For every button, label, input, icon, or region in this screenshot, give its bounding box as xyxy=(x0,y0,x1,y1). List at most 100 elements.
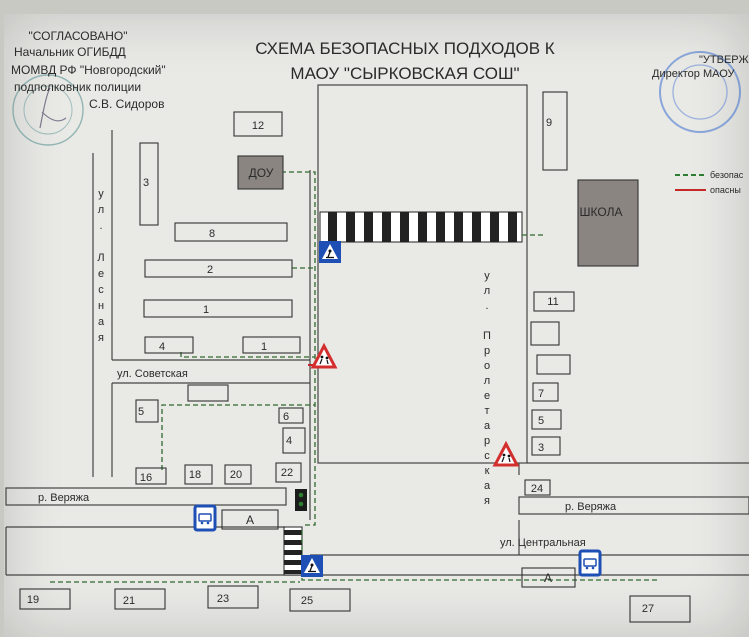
building-4-left xyxy=(144,336,194,354)
building-1-big xyxy=(143,299,293,318)
school-building xyxy=(577,179,639,267)
building-20 xyxy=(224,464,252,485)
building-18-label: 18 xyxy=(189,469,201,481)
building-23 xyxy=(207,585,259,609)
seal-inner-ring xyxy=(672,64,728,120)
approval-left: "СОГЛАСОВАНО" Начальник ОГИБДД МОМВД РФ … xyxy=(11,29,166,146)
approval-left-line-5: С.В. Сидоров xyxy=(89,97,164,111)
kindergarten-label: ДОУ xyxy=(249,166,274,180)
seal-inner-ring xyxy=(23,85,73,135)
river-veryazha-right xyxy=(518,496,749,515)
building-20-label: 20 xyxy=(230,469,242,481)
approval-right-line-1: "УТВЕРЖ xyxy=(699,54,749,66)
building-3-right-label: 3 xyxy=(538,442,544,454)
building-4-mid xyxy=(282,427,306,454)
school-label: ШКОЛА xyxy=(580,205,623,219)
seal-stamp-icon xyxy=(12,74,84,146)
building-27 xyxy=(629,595,691,623)
kindergarten-building xyxy=(237,155,284,190)
street-tsentralnaya-label: ул. Центральная xyxy=(500,537,586,549)
building-18 xyxy=(184,464,213,485)
building-1-big-label: 1 xyxy=(203,304,209,316)
legend: безопас опасны xyxy=(675,170,744,195)
building-2 xyxy=(144,259,293,278)
street-proletarskaya-label: ул. Пролетарская xyxy=(481,270,493,510)
bus-stop-sign-icon xyxy=(193,504,217,532)
building-16-label: 16 xyxy=(140,472,152,484)
children-warning-sign-icon xyxy=(493,442,519,467)
building-4-left-label: 4 xyxy=(159,341,165,353)
building-5-left-label: 5 xyxy=(138,406,144,418)
title-line-2: МАОУ "СЫРКОВСКАЯ СОШ" xyxy=(290,64,519,83)
school-territory xyxy=(317,84,528,464)
buildings xyxy=(19,91,691,623)
building-3-left-label: 3 xyxy=(143,177,149,189)
title-line-1: СХЕМА БЕЗОПАСНЫХ ПОДХОДОВ К xyxy=(255,39,554,58)
building-6-label: 6 xyxy=(283,411,289,423)
children-warning-sign-icon xyxy=(311,344,337,369)
paper-sheet xyxy=(4,14,749,637)
approval-left-line-4: подполковник полиции xyxy=(14,80,141,94)
building-9-label: 9 xyxy=(546,117,552,129)
building-labels: 12 ДОУ 9 3 8 2 1 4 1 ШКОЛА 11 7 5 3 5 6 … xyxy=(27,117,654,615)
street-sovetskaya-label: ул. Советская xyxy=(117,368,188,380)
river-veryazha-right-label: р. Веряжа xyxy=(565,501,617,513)
building-8 xyxy=(174,222,288,242)
building-23-label: 23 xyxy=(217,593,229,605)
building-25 xyxy=(289,588,351,612)
seal-stamp-icon xyxy=(659,51,741,133)
safe-routes xyxy=(50,171,660,583)
legend-safe-label: безопас xyxy=(710,170,744,180)
building-9 xyxy=(542,91,568,171)
crosswalk-bottom xyxy=(283,526,303,576)
building-5-right xyxy=(531,409,562,430)
building-11 xyxy=(533,291,575,312)
bus-stop-right-label: А xyxy=(544,571,552,585)
river-veryazha-left xyxy=(5,487,287,506)
roads xyxy=(5,84,749,576)
building-6 xyxy=(278,407,304,424)
building-1-small-label: 1 xyxy=(261,341,267,353)
building-2-label: 2 xyxy=(207,264,213,276)
approval-right-line-2: Директор МАОУ xyxy=(652,68,736,80)
building-24-label: 24 xyxy=(531,483,543,495)
legend-danger-label: опасны xyxy=(710,185,741,195)
building-7-label: 7 xyxy=(538,388,544,400)
building-22-label: 22 xyxy=(281,467,293,479)
street-lesnaya-label: ул. Лесная xyxy=(95,188,107,348)
bus-stop-sign-icon xyxy=(578,549,602,577)
crosswalk-top xyxy=(319,211,523,243)
building-unlabeled-2 xyxy=(536,354,571,375)
building-24 xyxy=(524,479,551,496)
building-19-label: 19 xyxy=(27,594,39,606)
building-21-label: 21 xyxy=(123,595,135,607)
river-veryazha-left-label: р. Веряжа xyxy=(38,492,90,504)
approval-left-line-1: "СОГЛАСОВАНО" xyxy=(28,29,127,43)
pedestrian-crossing-sign-icon xyxy=(318,240,342,264)
building-5-right-label: 5 xyxy=(538,415,544,427)
building-16 xyxy=(135,467,167,485)
bus-stop-platform-right xyxy=(521,567,576,588)
building-5-left xyxy=(135,399,159,423)
traffic-light-icon xyxy=(295,489,307,511)
building-12 xyxy=(233,111,283,137)
building-1-small xyxy=(242,336,301,354)
signature-mark xyxy=(39,87,67,129)
approval-right: "УТВЕРЖ Директор МАОУ xyxy=(652,51,749,133)
building-3-left xyxy=(139,142,159,226)
building-27-label: 27 xyxy=(642,603,654,615)
building-3-right xyxy=(531,436,561,456)
building-25-label: 25 xyxy=(301,595,313,607)
bus-stop-platform-left xyxy=(221,509,279,530)
approval-left-line-3: МОМВД РФ "Новгородский" xyxy=(11,63,166,77)
building-12-label: 12 xyxy=(252,120,264,132)
building-21 xyxy=(114,588,166,610)
building-8-label: 8 xyxy=(209,228,215,240)
building-7 xyxy=(532,382,559,402)
pedestrian-crossing-sign-icon xyxy=(300,554,324,578)
approval-left-line-2: Начальник ОГИБДД xyxy=(14,45,126,59)
building-11-label: 11 xyxy=(547,296,558,308)
building-unlabeled-1 xyxy=(530,321,560,346)
building-19 xyxy=(19,588,71,610)
